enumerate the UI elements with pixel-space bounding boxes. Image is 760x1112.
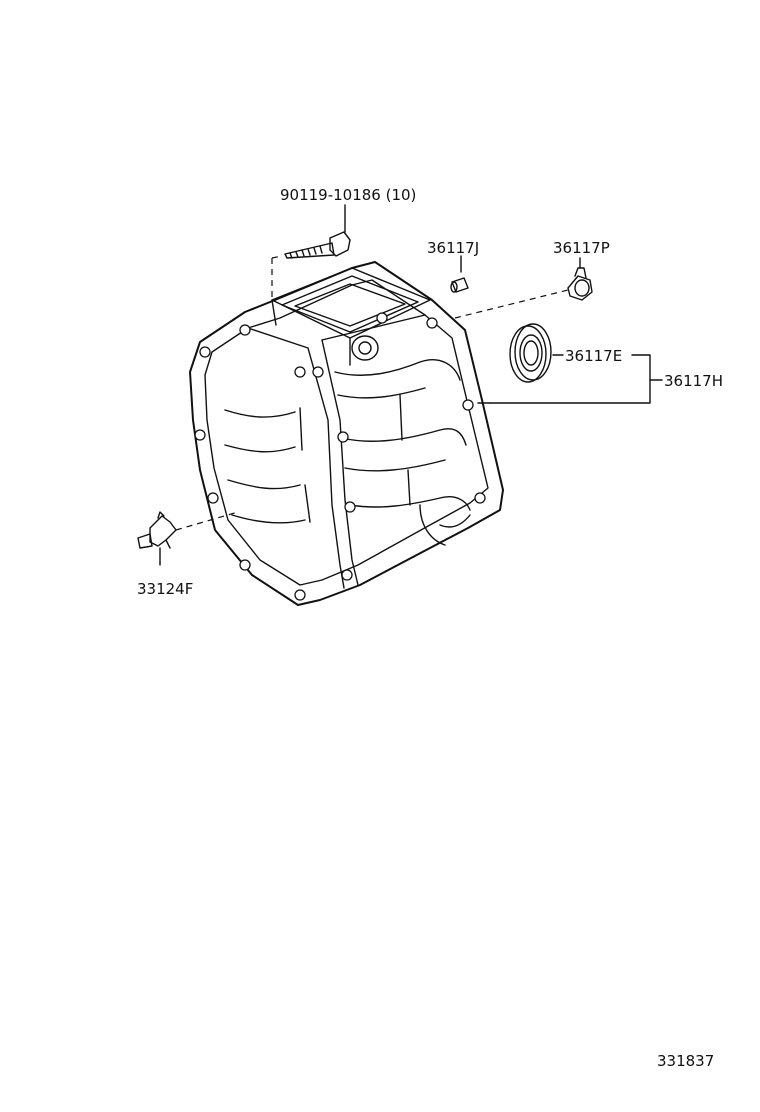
pin-part — [450, 255, 469, 293]
plug-label: 36117P — [553, 239, 610, 257]
breather-label: 33124F — [137, 580, 193, 598]
bolt-label: 90119-10186 (10) — [280, 186, 416, 204]
bolt-part — [271, 231, 351, 300]
seal-label: 36117E — [565, 347, 622, 365]
oil-seal-part — [509, 323, 552, 383]
breather-part — [137, 511, 239, 566]
diagram-number: 331837 — [657, 1052, 714, 1070]
plug-part — [454, 257, 593, 319]
pin-label: 36117J — [427, 239, 479, 257]
leader-lines — [344, 204, 663, 404]
transmission-case — [189, 261, 504, 606]
kit-label: 36117H — [664, 372, 723, 390]
